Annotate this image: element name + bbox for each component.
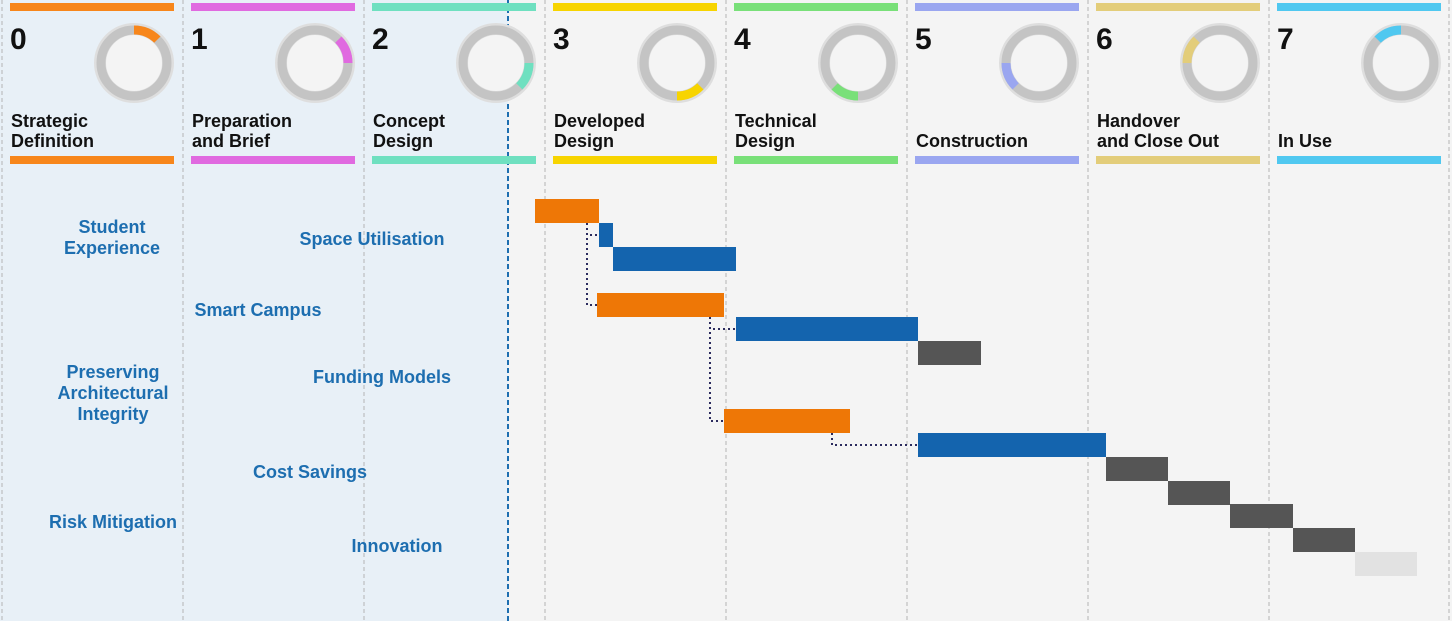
stage-2-top-bar [372, 3, 536, 11]
stage-4-cycle-segment [831, 83, 858, 101]
gantt-bar [1230, 504, 1293, 528]
gantt-bar [918, 341, 981, 365]
gantt-bar [736, 317, 918, 341]
stage-6-cycle-segment [1182, 36, 1200, 63]
stage-3-cycle-center [649, 35, 705, 91]
stage-5-bottom-bar [915, 156, 1079, 164]
stage-0-bottom-bar [10, 156, 174, 164]
stage-6-top-bar [1096, 3, 1260, 11]
gantt-bar [1355, 552, 1417, 576]
stage-4-cycle-center [830, 35, 886, 91]
stage-3-bottom-bar [553, 156, 717, 164]
stage-7-bottom-bar [1277, 156, 1441, 164]
dependency-connector [586, 223, 599, 236]
stage-2-cycle-segment [516, 63, 534, 90]
stage-3-top-bar [553, 3, 717, 11]
stage-5-cycle-center [1011, 35, 1067, 91]
stage-0-top-bar [10, 3, 174, 11]
stage-2-bottom-bar [372, 156, 536, 164]
dependency-connector [831, 433, 918, 446]
gantt-bar [535, 199, 599, 223]
stage-3-cycle-segment [677, 83, 704, 101]
gantt-bar [613, 247, 736, 271]
gantt-bar [1168, 481, 1230, 505]
dependency-connector [709, 317, 736, 330]
stage-1-cycle-segment [335, 36, 353, 63]
gantt-bar [1106, 457, 1168, 481]
stage-2-cycle-center [468, 35, 524, 91]
stage-5-top-bar [915, 3, 1079, 11]
gantt-bar [1293, 528, 1355, 552]
gantt-bar [918, 433, 1106, 457]
stage-0-cycle-segment [134, 25, 161, 43]
gantt-bar [597, 293, 724, 317]
gantt-bar [599, 223, 613, 247]
dependency-connector [586, 223, 597, 306]
stage-7-cycle-center [1373, 35, 1429, 91]
stage-4-top-bar [734, 3, 898, 11]
gantt-bar [724, 409, 850, 433]
stage-7-top-bar [1277, 3, 1441, 11]
stage-1-top-bar [191, 3, 355, 11]
stage-1-bottom-bar [191, 156, 355, 164]
completed-stages-shade [0, 0, 508, 621]
stage-4-bottom-bar [734, 156, 898, 164]
stage-0-cycle-center [106, 35, 162, 91]
dependency-connector [709, 317, 724, 422]
stage-6-bottom-bar [1096, 156, 1260, 164]
stage-5-cycle-segment [1001, 63, 1019, 90]
stage-1-cycle-center [287, 35, 343, 91]
stage-6-cycle-center [1192, 35, 1248, 91]
stage-7-cycle-segment [1374, 25, 1401, 43]
